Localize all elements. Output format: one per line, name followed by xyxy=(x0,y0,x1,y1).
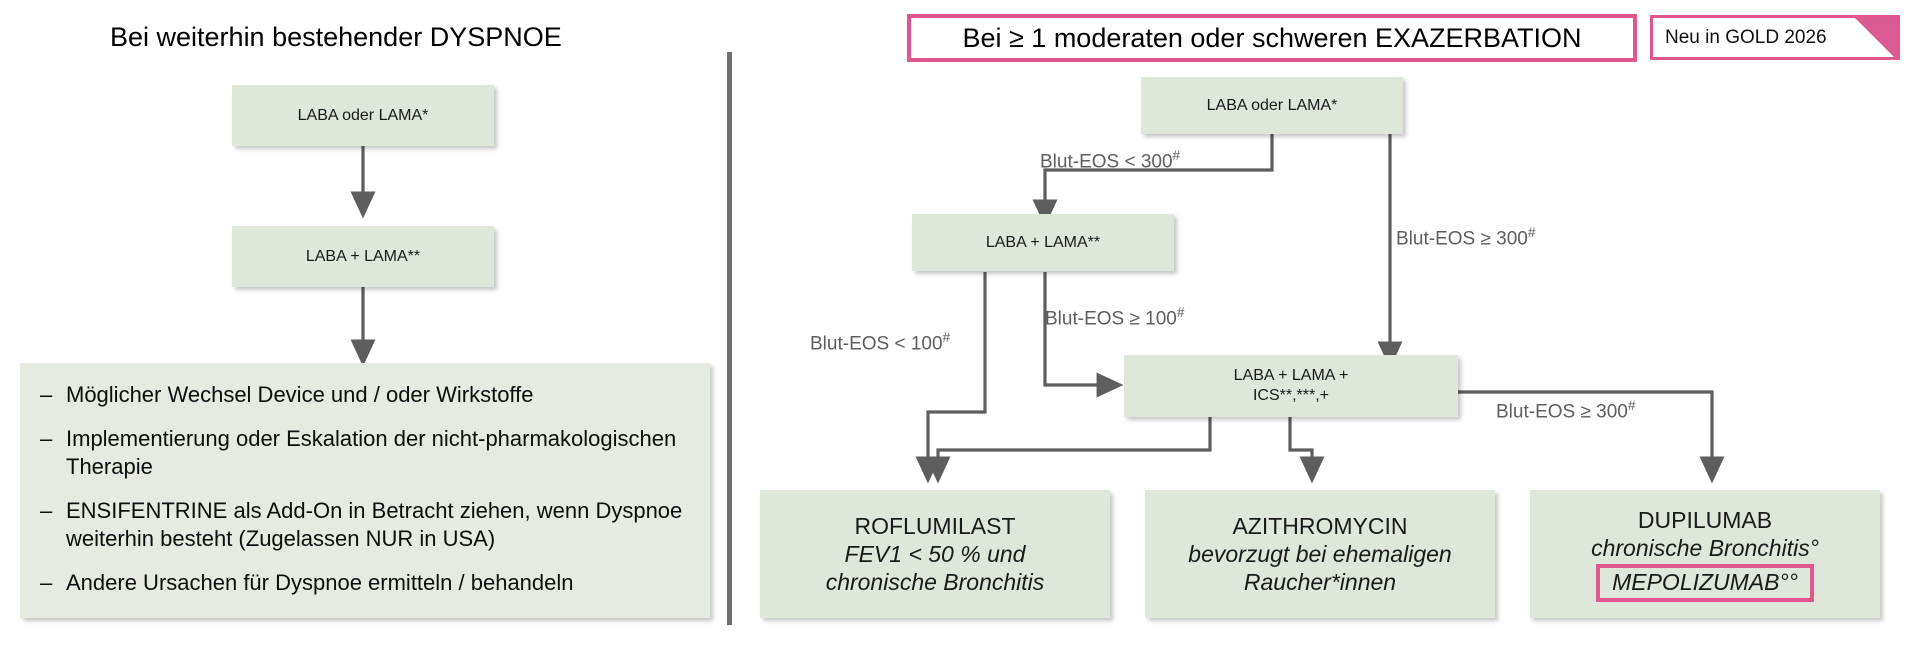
footnote-marker: # xyxy=(942,330,951,345)
edge-label-eos-lt-100: Blut-EOS < 100# xyxy=(810,330,950,355)
footnote-marker: # xyxy=(1627,398,1636,413)
right-box-triple[interactable]: LABA + LAMA + ICS**,***,+ xyxy=(1124,355,1458,417)
footnote-marker: # xyxy=(1172,148,1181,163)
list-item: – ENSIFENTRINE als Add-On in Betracht zi… xyxy=(40,497,688,554)
left-box-2-label: LABA + LAMA** xyxy=(305,247,421,265)
right-box-dual-label: LABA + LAMA** xyxy=(985,233,1101,251)
outcome-title-roflumilast: ROFLUMILAST xyxy=(854,512,1016,539)
edge-label-eos-ge-300-top-text: Blut-EOS ≥ 300 xyxy=(1396,228,1528,250)
right-panel-header: Bei ≥ 1 moderaten oder schweren EXAZERBA… xyxy=(907,14,1637,62)
outcome-title-dupilumab: DUPILUMAB xyxy=(1637,506,1773,533)
outcome-box-roflumilast[interactable]: ROFLUMILAST FEV1 < 50 % und chronische B… xyxy=(760,490,1110,618)
left-panel-title: Bei weiterhin bestehender DYSPNOE xyxy=(110,22,562,52)
edge-label-eos-ge-300-top: Blut-EOS ≥ 300# xyxy=(1396,225,1536,250)
bullet-dash-icon: – xyxy=(40,569,53,595)
list-item: – Andere Ursachen für Dyspnoe ermitteln … xyxy=(40,569,688,598)
outcome-sub2-roflumilast: chronische Bronchitis xyxy=(825,569,1045,596)
right-box-dual[interactable]: LABA + LAMA** xyxy=(912,214,1174,271)
right-box-triple-line2: ICS**,***,+ xyxy=(1252,387,1330,404)
footnote-marker: # xyxy=(1527,225,1536,240)
outcome-sub2-azithromycin: Raucher*innen xyxy=(1243,569,1397,596)
outcome-sub1-dupilumab: chronische Bronchitis° xyxy=(1591,535,1819,561)
list-item: – Möglicher Wechsel Device und / oder Wi… xyxy=(40,381,688,410)
edge-label-eos-ge-300-right-text: Blut-EOS ≥ 300 xyxy=(1496,401,1628,423)
right-box-triple-line1: LABA + LAMA + xyxy=(1233,367,1349,385)
arrow-triple-to-azithromycin xyxy=(1288,415,1325,484)
right-box-start[interactable]: LABA oder LAMA* xyxy=(1141,77,1403,134)
edge-label-eos-ge-100: Blut-EOS ≥ 100# xyxy=(1045,305,1185,330)
edge-label-eos-lt-300: Blut-EOS < 300# xyxy=(1040,148,1180,173)
ribbon-fold-icon xyxy=(1855,18,1897,57)
bullet-text-4: Andere Ursachen für Dyspnoe ermitteln / … xyxy=(66,569,574,595)
bullet-text-3: ENSIFENTRINE als Add-On in Betracht zieh… xyxy=(66,497,683,552)
bullet-text-2: Implementierung oder Eskalation der nich… xyxy=(66,425,677,480)
right-panel-header-label: Bei ≥ 1 moderaten oder schweren EXAZERBA… xyxy=(962,22,1582,53)
badge-label: Neu in GOLD 2026 xyxy=(1665,26,1827,48)
edge-label-eos-ge-300-right: Blut-EOS ≥ 300# xyxy=(1496,398,1636,423)
arrow-triple-to-roflumilast xyxy=(925,415,1212,484)
left-box-laba-oder-lama[interactable]: LABA oder LAMA* xyxy=(232,85,494,146)
left-box-laba-plus-lama[interactable]: LABA + LAMA** xyxy=(232,226,494,287)
outcome-box-azithromycin[interactable]: AZITHROMYCIN bevorzugt bei ehemaligen Ra… xyxy=(1145,490,1495,618)
outcome-title-azithromycin: AZITHROMYCIN xyxy=(1232,512,1408,539)
outcome-sub1-azithromycin: bevorzugt bei ehemaligen xyxy=(1188,540,1452,567)
left-box-1-label: LABA oder LAMA* xyxy=(297,106,429,124)
bullet-dash-icon: – xyxy=(40,425,53,451)
edge-label-eos-lt-100-text: Blut-EOS < 100 xyxy=(810,333,943,355)
left-recommendations-card: – Möglicher Wechsel Device und / oder Wi… xyxy=(20,363,710,618)
footnote-marker: # xyxy=(1176,305,1185,320)
bullet-text-1: Möglicher Wechsel Device und / oder Wirk… xyxy=(66,382,534,407)
list-item: – Implementierung oder Eskalation der ni… xyxy=(40,425,688,482)
panel-divider xyxy=(727,52,732,625)
right-box-start-label: LABA oder LAMA* xyxy=(1206,96,1338,114)
outcome-sub1-roflumilast: FEV1 < 50 % und xyxy=(844,540,1026,567)
outcome-box-dupilumab[interactable]: DUPILUMAB chronische Bronchitis° MEPOLIZ… xyxy=(1530,490,1880,618)
arrow-dual-to-roflumilast xyxy=(915,272,987,484)
bullet-dash-icon: – xyxy=(40,497,53,523)
edge-label-eos-ge-100-text: Blut-EOS ≥ 100 xyxy=(1045,308,1177,330)
new-in-gold-2026-badge: Neu in GOLD 2026 xyxy=(1650,15,1900,60)
outcome-highlight-mepolizumab: MEPOLIZUMAB°° xyxy=(1596,564,1814,603)
edge-label-eos-lt-300-text: Blut-EOS < 300 xyxy=(1040,151,1173,173)
bullet-dash-icon: – xyxy=(40,382,53,407)
